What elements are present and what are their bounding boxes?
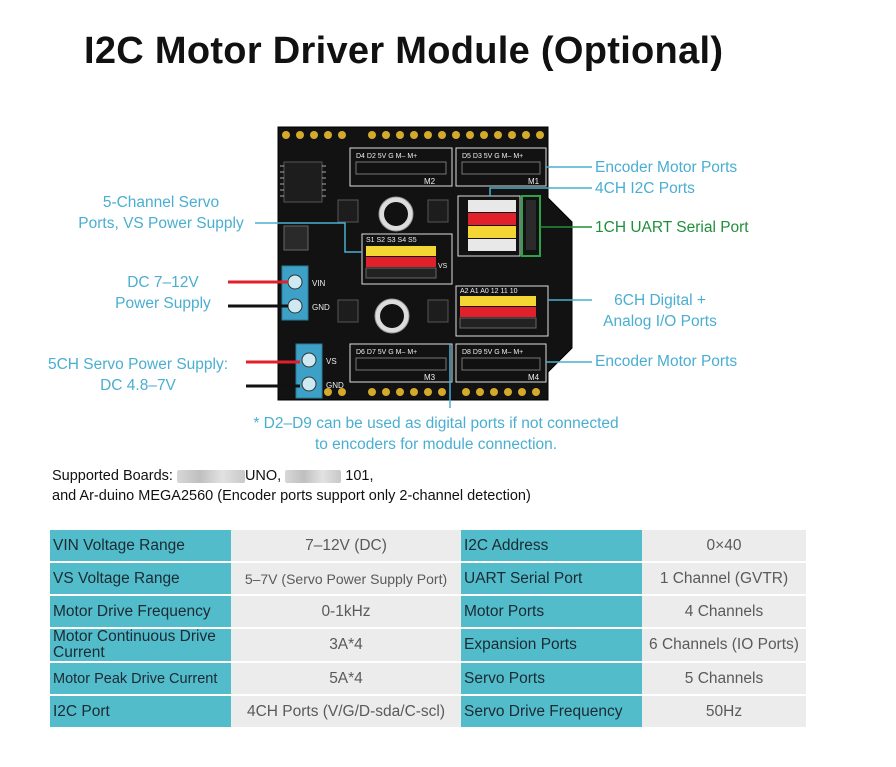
vin-label: VIN <box>312 279 326 288</box>
label-i2c-ports: 4CH I2C Ports <box>595 180 695 197</box>
gnd-label: GND <box>312 303 330 312</box>
label-uart: 1CH UART Serial Port <box>595 219 749 236</box>
i2c-header <box>457 195 521 257</box>
m4-label: M4 <box>528 373 540 382</box>
spec-key: Expansion Ports <box>461 629 642 661</box>
table-row: VIN Voltage Range 7–12V (DC) I2C Address… <box>50 530 806 561</box>
table-row: Motor Drive Frequency 0-1kHz Motor Ports… <box>50 596 806 627</box>
callout-lines <box>255 166 592 408</box>
servo-header <box>361 233 453 285</box>
spec-key: UART Serial Port <box>461 563 642 594</box>
driver-chip <box>283 161 323 203</box>
spec-key: VS Voltage Range <box>50 563 231 594</box>
spec-key: I2C Port <box>50 696 231 727</box>
m2-header <box>349 147 453 187</box>
m1-pin-labels: D5 D3 5V G M– M+ <box>462 153 523 160</box>
spec-value: 5–7V (Servo Power Supply Port) <box>231 563 461 594</box>
spec-value: 6 Channels (IO Ports) <box>642 629 806 661</box>
label-encoder-top: Encoder Motor Ports <box>595 159 738 176</box>
spec-key: Motor Continuous Drive Current <box>50 629 231 661</box>
redacted-board-2 <box>285 469 342 483</box>
spec-key: Servo Ports <box>461 663 642 694</box>
table-row: Motor Peak Drive Current 5A*4 Servo Port… <box>50 663 806 694</box>
m2-label: M2 <box>424 177 436 186</box>
m4-header <box>455 343 547 383</box>
specs-table: VIN Voltage Range 7–12V (DC) I2C Address… <box>50 528 806 729</box>
supported-prefix: Supported Boards: <box>52 468 173 484</box>
io-header <box>455 285 549 337</box>
table-row: I2C Port 4CH Ports (V/G/D-sda/C-scl) Ser… <box>50 696 806 727</box>
spec-key: Motor Peak Drive Current <box>50 663 231 694</box>
m4-pin-labels: D8 D9 5V G M– M+ <box>462 349 523 356</box>
servo-header-label: S1 S2 S3 S4 S5 <box>366 237 417 244</box>
pcb-pads-top <box>282 131 544 139</box>
label-digital-analog: 6CH Digital +Analog I/O Ports <box>603 292 717 330</box>
m1-label: M1 <box>528 177 540 186</box>
supported-101: 101, <box>345 468 374 484</box>
page-title: I2C Motor Driver Module (Optional) <box>84 30 724 72</box>
label-encoder-bottom: Encoder Motor Ports <box>595 353 738 370</box>
spec-value: 50Hz <box>642 696 806 727</box>
spec-key: VIN Voltage Range <box>50 530 231 561</box>
spec-value: 7–12V (DC) <box>231 530 461 561</box>
spec-value: 0×40 <box>642 530 806 561</box>
spec-value: 4 Channels <box>642 596 806 627</box>
gnd2-label: GND <box>326 381 344 390</box>
table-row: Motor Continuous Drive Current 3A*4 Expa… <box>50 629 806 661</box>
io-header-label: A2 A1 A0 12 11 10 <box>460 288 518 295</box>
vs-label: VS <box>326 357 337 366</box>
spec-value: 4CH Ports (V/G/D-sda/C-scl) <box>231 696 461 727</box>
supported-line2: and Ar-duino MEGA2560 (Encoder ports sup… <box>52 488 531 504</box>
supported-boards: Supported Boards: UNO, 101, and Ar-duino… <box>52 466 531 506</box>
small-ics <box>337 199 449 323</box>
label-servo-power: 5CH Servo Power Supply:DC 4.8–7V <box>47 356 229 394</box>
spec-value: 5 Channels <box>642 663 806 694</box>
inductor <box>283 225 309 251</box>
m3-pin-labels: D6 D7 5V G M– M+ <box>356 349 417 356</box>
m2-pin-labels: D4 D2 5V G M– M+ <box>356 153 417 160</box>
spec-key: Motor Drive Frequency <box>50 596 231 627</box>
vs-header-label: VS <box>438 263 448 270</box>
m3-header <box>349 343 453 383</box>
spec-key: Servo Drive Frequency <box>461 696 642 727</box>
uart-header <box>521 195 541 257</box>
redacted-board-1 <box>176 469 245 483</box>
board-diagram: D4 D2 5V G M– M+ D5 D3 5V G M– M+ M2 M1 … <box>228 126 592 408</box>
supported-uno: UNO, <box>244 468 282 484</box>
label-note: * D2–D9 can be used as digital ports if … <box>253 415 619 453</box>
table-row: VS Voltage Range 5–7V (Servo Power Suppl… <box>50 563 806 594</box>
spec-key: Motor Ports <box>461 596 642 627</box>
header-pins <box>355 161 541 371</box>
spec-value: 5A*4 <box>231 663 461 694</box>
m3-label: M3 <box>424 373 436 382</box>
spec-value: 0-1kHz <box>231 596 461 627</box>
spec-value: 1 Channel (GVTR) <box>642 563 806 594</box>
spec-value: 3A*4 <box>231 629 461 661</box>
spec-key: I2C Address <box>461 530 642 561</box>
